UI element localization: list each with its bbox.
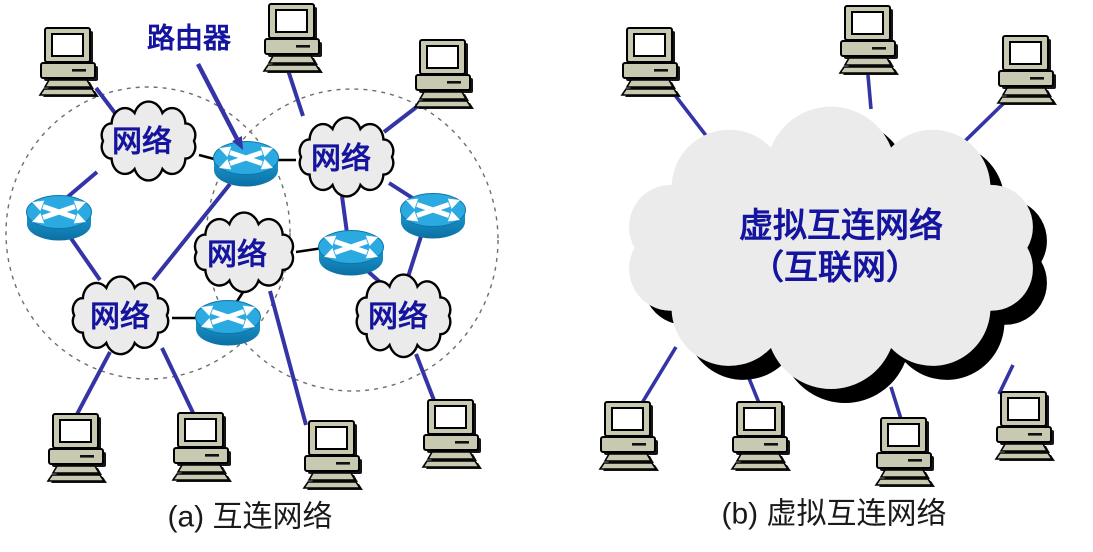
link-line bbox=[160, 347, 198, 420]
computer-icon bbox=[875, 417, 936, 488]
link-line bbox=[62, 170, 99, 202]
link-line bbox=[66, 232, 102, 282]
panel-a: 网络 网络 网络 网络 网络 路由器 (a) 互连网络 bbox=[5, 3, 499, 534]
router-icon-1 bbox=[27, 196, 92, 241]
internet-cloud-title-line2: （互联网） bbox=[750, 248, 920, 287]
computer-icon bbox=[995, 391, 1056, 462]
computer-icon bbox=[263, 3, 324, 74]
link-line bbox=[640, 346, 678, 404]
router-icon-2 bbox=[214, 142, 279, 187]
internet-cloud bbox=[629, 106, 1033, 390]
computer-icon bbox=[997, 35, 1058, 106]
network-label: 网络 bbox=[207, 238, 267, 272]
computer-icon bbox=[731, 401, 792, 472]
panel-b-caption: (b) 虚拟互连网络 bbox=[722, 498, 947, 531]
link-line bbox=[961, 98, 1009, 145]
links-blue-a bbox=[62, 63, 439, 426]
computer-icon bbox=[47, 413, 108, 484]
network-label: 网络 bbox=[311, 142, 371, 176]
link-line bbox=[889, 386, 903, 420]
router-icon-5 bbox=[196, 301, 261, 346]
dashed-boundary-left bbox=[5, 86, 291, 380]
link-line bbox=[406, 229, 425, 278]
network-label: 网络 bbox=[90, 300, 150, 334]
computer-icon bbox=[599, 401, 660, 472]
link-line bbox=[268, 290, 308, 426]
computer-icon bbox=[422, 399, 483, 470]
link-line bbox=[151, 182, 232, 282]
computer-icon bbox=[839, 5, 900, 76]
computer-icon bbox=[414, 39, 475, 110]
link-line bbox=[387, 181, 416, 201]
link-line bbox=[669, 88, 713, 144]
router-icon-4 bbox=[319, 231, 384, 276]
panel-b: 虚拟互连网络 （互联网） (b) 虚拟互连网络 bbox=[599, 5, 1058, 531]
computer-icon bbox=[621, 27, 682, 98]
computer-icon bbox=[39, 27, 100, 98]
router-pointer-arrow bbox=[196, 62, 239, 141]
router-label: 路由器 bbox=[147, 23, 232, 54]
internet-cloud-title-line1: 虚拟互连网络 bbox=[739, 206, 943, 245]
link-line bbox=[73, 351, 112, 419]
panel-a-caption: (a) 互连网络 bbox=[168, 501, 333, 534]
network-label: 网络 bbox=[368, 300, 428, 334]
dashed-boundary-right bbox=[205, 88, 499, 392]
network-label: 网络 bbox=[112, 125, 172, 159]
computer-icon bbox=[172, 412, 233, 483]
computer-icon bbox=[303, 420, 364, 491]
router-icon-3 bbox=[401, 194, 466, 239]
link-line bbox=[340, 195, 349, 234]
link-line bbox=[997, 364, 1015, 395]
router-pointer-arrowhead bbox=[232, 136, 243, 150]
